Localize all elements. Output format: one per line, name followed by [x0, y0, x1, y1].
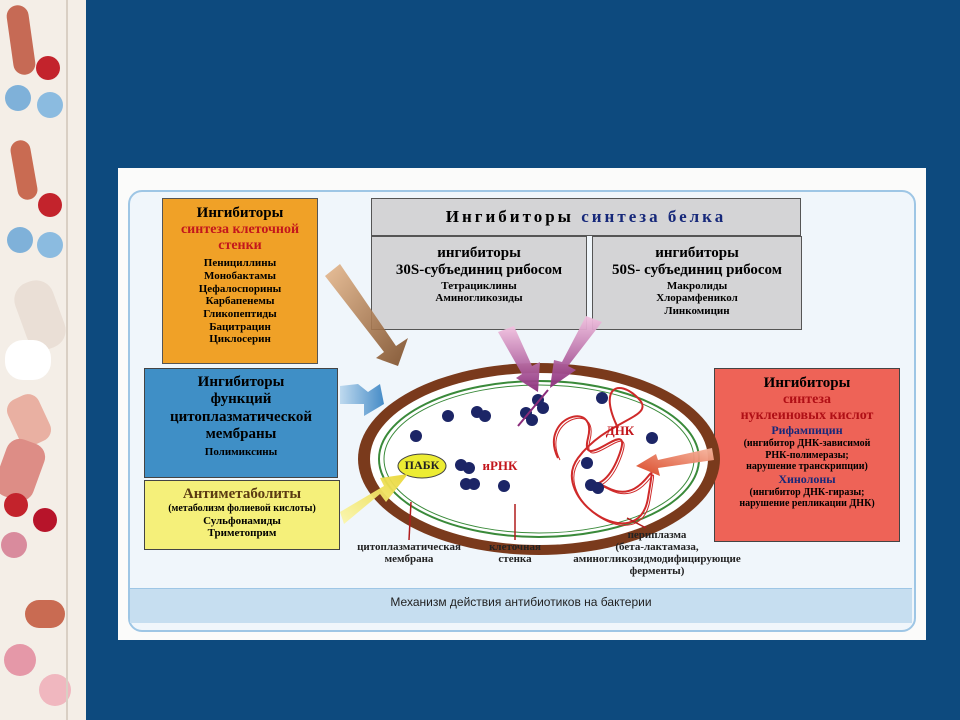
arrow-antimetabolites — [340, 474, 408, 524]
protein-title-part2: синтеза белка — [581, 207, 727, 226]
diagram-caption: Механизм действия антибиотиков на бактер… — [390, 595, 652, 609]
ribosomes — [410, 392, 658, 494]
antimetabolites-title: Антиметаболиты — [182, 486, 302, 502]
pabk-label: ПАБК — [404, 458, 440, 472]
periplasm-label: периплазма (бета-лактамаза, аминогликози… — [562, 529, 752, 577]
rifampicin-note: РНК-полимеразы; — [765, 449, 849, 461]
dna-label: ДНК — [605, 423, 635, 438]
nucleic-title1: Ингибиторы — [763, 375, 851, 391]
cell-wall-label-line: стенка — [498, 553, 532, 566]
rifampicin-label: Рифампицин — [771, 423, 843, 438]
nucleic-title3: нуклеиновых кислот — [740, 408, 874, 424]
inhibitors-50s-item: Хлорамфеникол — [656, 292, 738, 305]
membrane-inhibitors-box: Ингибиторы функций цитоплазматической ме… — [144, 368, 338, 478]
nucleic-acid-inhibitors-box: Ингибиторы синтеза нуклеиновых кислот Ри… — [714, 368, 900, 542]
arrow-cell-wall — [325, 264, 408, 366]
cell-wall-title1: Ингибиторы — [196, 205, 284, 221]
cytoplasmic-membrane-label-line: мембрана — [384, 553, 434, 566]
cell-wall-title2: синтеза клеточной — [180, 222, 300, 238]
cell-wall-item: Монобактамы — [203, 270, 277, 283]
inhibitors-50s-item: Линкомицин — [664, 304, 730, 317]
cell-wall-inhibitors-box: Ингибиторы синтеза клеточной стенки Пени… — [162, 198, 318, 364]
inhibitors-50s-title1: ингибиторы — [655, 245, 739, 261]
inhibitors-30s-item: Тетрациклины — [441, 279, 517, 292]
periplasm-label-line: аминогликозидмодифицирующие — [573, 553, 741, 566]
arrow-30s — [498, 326, 540, 392]
protein-synthesis-header: Ингибиторы синтеза белка — [371, 198, 801, 236]
caption-band: Механизм действия антибиотиков на бактер… — [130, 588, 912, 623]
inhibitors-30s-box: ингибиторы 30S-субъединиц рибосом Тетрац… — [371, 236, 587, 330]
cell-wall-item: Бацитрацин — [209, 320, 271, 333]
cytoplasmic-membrane-label-line: цитоплазматическая — [357, 541, 461, 553]
inhibitors-30s-title1: ингибиторы — [437, 245, 521, 261]
periplasm-label-line: ферменты) — [629, 565, 685, 578]
cell-wall-item: Пенициллины — [203, 257, 277, 270]
cell-wall-item: Гликопептиды — [203, 308, 277, 320]
cytoplasmic-membrane-label: цитоплазматическая мембрана — [344, 541, 474, 565]
periplasm-label-line: (бета-лактамаза, — [615, 541, 699, 554]
cell-wall-item: Цефалоспорины — [198, 282, 282, 295]
strip-divider — [66, 0, 68, 720]
mrna-label: иРНК — [482, 458, 518, 473]
cell-wall-item: Циклосерин — [209, 333, 271, 346]
antibiotic-mechanism-diagram: Ингибиторы синтеза белка ингибиторы 30S-… — [118, 168, 926, 640]
antimetabolites-item: Триметоприм — [207, 527, 277, 540]
periplasm-label-line: периплазма — [627, 529, 687, 541]
arrow-nucleic — [636, 448, 714, 476]
rifampicin-note: нарушение транскрипции) — [746, 461, 868, 473]
membrane-item: Полимиксины — [204, 446, 278, 458]
inhibitors-30s-title2: 30S-субъединиц рибосом — [395, 262, 563, 279]
membrane-title3: цитоплазматической — [169, 408, 313, 425]
protein-title-part1: Ингибиторы — [445, 207, 574, 226]
bacterial-cell-drawing — [325, 264, 720, 555]
rifampicin-note: (ингибитор ДНК-зависимой — [743, 438, 871, 450]
cell-wall-item: Карбапенемы — [205, 295, 275, 308]
inhibitors-50s-box: ингибиторы 50S- субъединиц рибосом Макро… — [592, 236, 802, 330]
inhibitors-50s-item: Макролиды — [666, 279, 728, 292]
antimetabolites-box: Антиметаболиты (метаболизм фолиевой кисл… — [144, 480, 340, 550]
membrane-title2: функций — [210, 391, 272, 408]
nucleic-title2: синтеза — [782, 392, 832, 408]
cell-wall-label-line: клеточная — [489, 541, 541, 553]
cell-wall-title3: стенки — [218, 238, 262, 254]
inhibitors-30s-item: Аминогликозиды — [435, 292, 523, 305]
cell-wall-label: клеточная стенка — [480, 541, 550, 565]
antimetabolites-item: Сульфонамиды — [203, 514, 281, 527]
membrane-title4: мембраны — [205, 425, 277, 442]
pills-photo-strip — [0, 0, 86, 720]
antimetabolites-subtitle: (метаболизм фолиевой кислоты) — [168, 503, 316, 515]
membrane-title1: Ингибиторы — [197, 374, 285, 390]
inhibitors-50s-title2: 50S- субъединиц рибосом — [612, 262, 782, 279]
pabk-ellipse — [397, 453, 447, 479]
quinolones-note: нарушение репликации ДНК) — [739, 498, 875, 510]
arrow-50s — [550, 316, 602, 388]
pills-image — [0, 0, 86, 720]
dna-strand — [552, 387, 653, 525]
arrow-membrane — [340, 384, 384, 416]
quinolones-label: Хинолоны — [778, 471, 836, 486]
quinolones-note: (ингибитор ДНК-гиразы; — [749, 486, 865, 498]
